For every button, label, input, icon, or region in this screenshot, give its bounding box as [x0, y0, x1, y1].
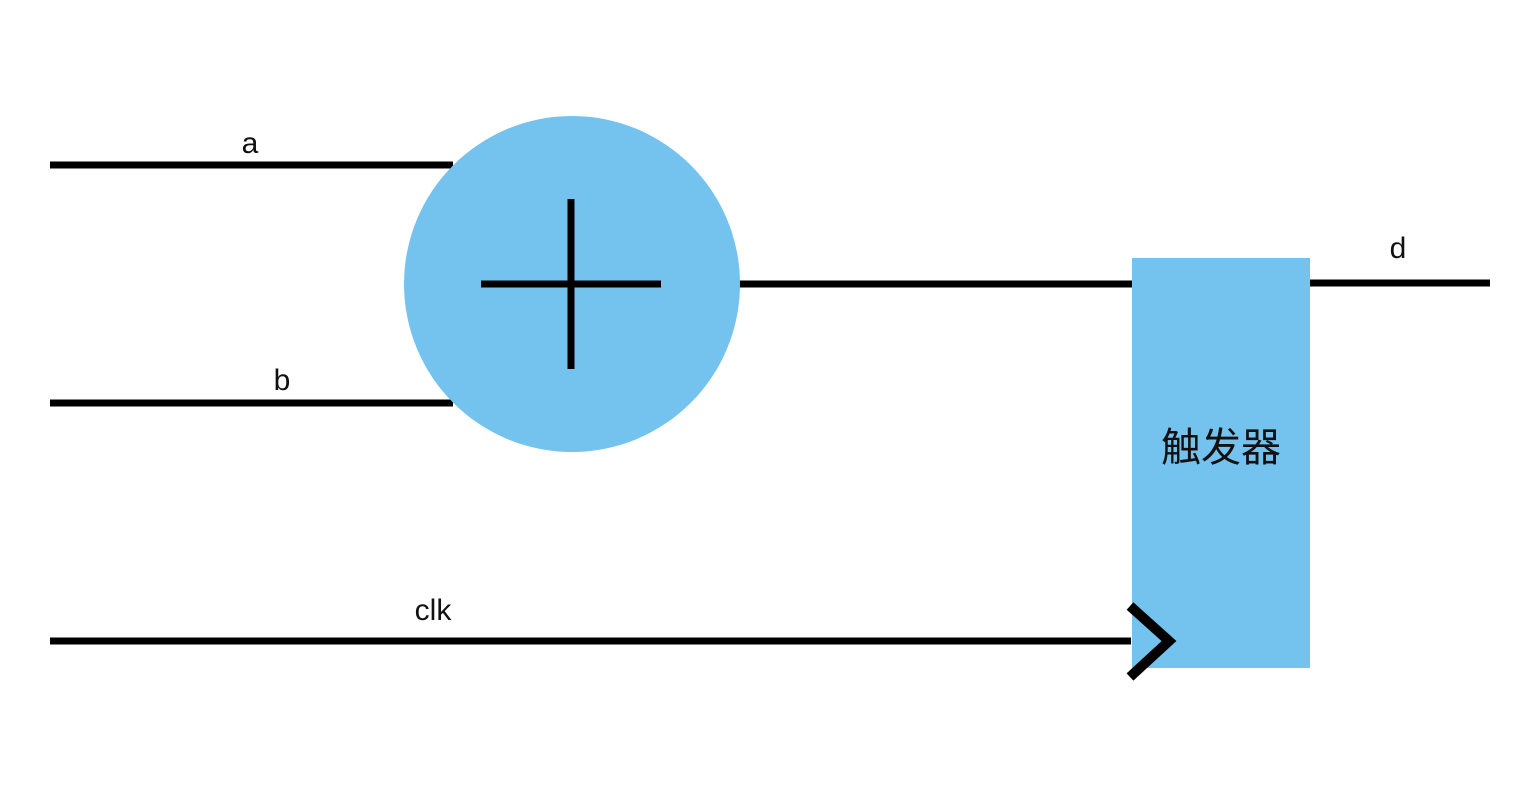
clock-edge-chevron-icon	[1126, 602, 1177, 681]
flipflop-node	[1132, 258, 1310, 668]
label-clock: clk	[415, 594, 453, 627]
label-input-b: b	[274, 364, 291, 397]
label-output-d: d	[1390, 232, 1407, 265]
flipflop-label: 触发器	[1161, 426, 1281, 470]
adder-plus-icon	[481, 199, 661, 369]
label-input-a: a	[242, 127, 259, 160]
